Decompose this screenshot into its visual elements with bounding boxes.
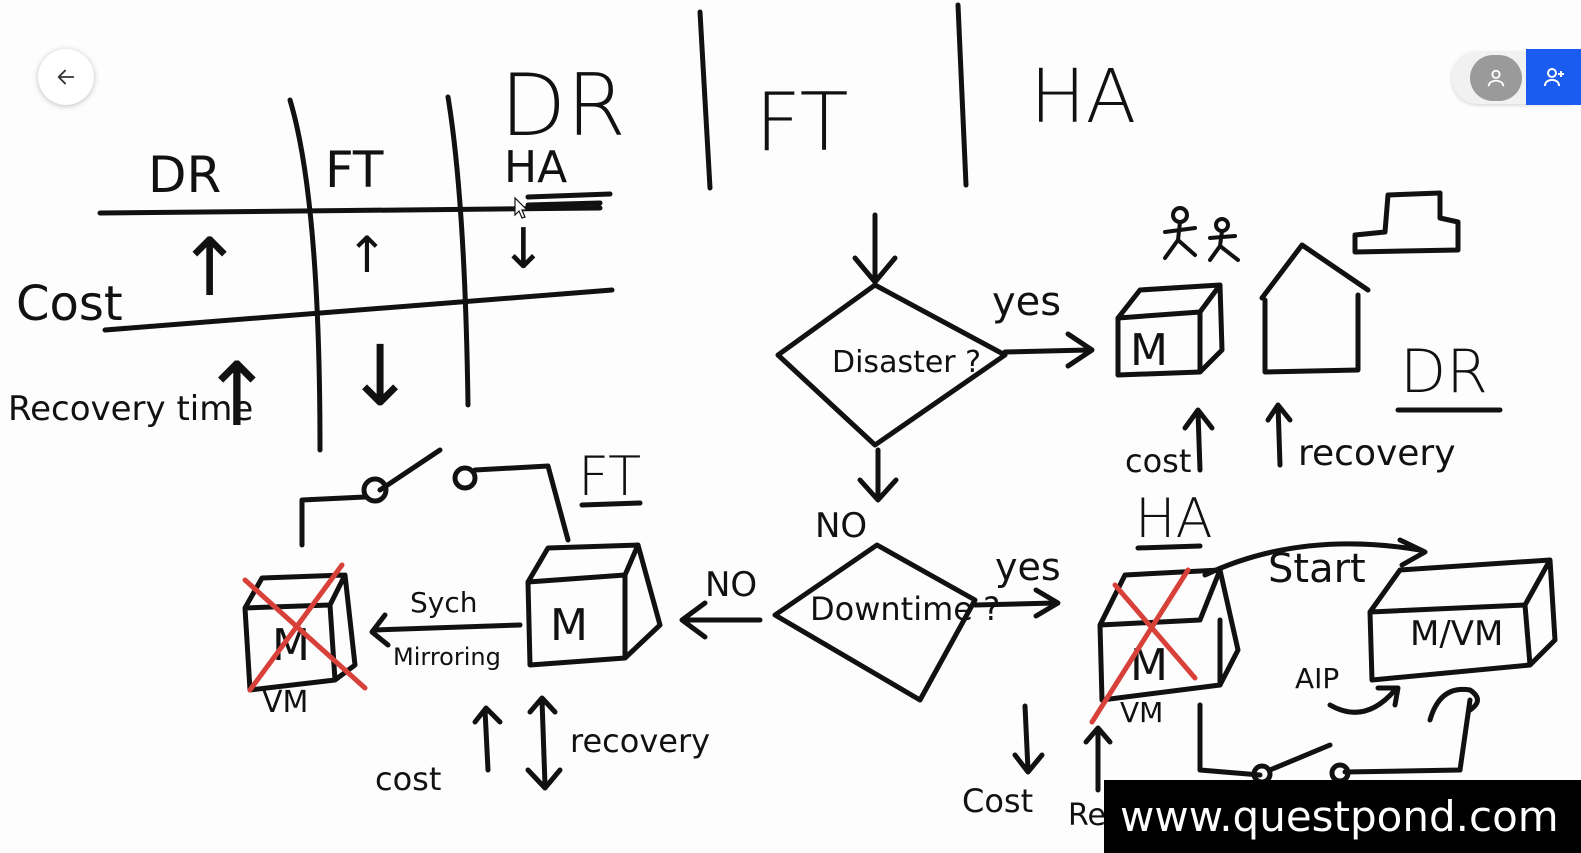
header-divider [955, 2, 969, 188]
ft-cost-arrow [472, 705, 503, 773]
ft-cost-label: cost [375, 760, 441, 798]
decision-disaster-label: Disaster ? [832, 345, 981, 380]
dr-server-label: M [1130, 325, 1168, 376]
ha-cost-label: Cost [962, 782, 1033, 820]
arrow-left-icon [57, 69, 75, 85]
table-col-dr: DR [148, 146, 221, 204]
dr-cost-arrow [1182, 407, 1215, 473]
user-plus-icon [1543, 68, 1564, 87]
ft-vm2-label: M [550, 600, 588, 651]
underline [525, 191, 613, 200]
flow-yes2-label: yes [995, 545, 1061, 589]
underline [525, 200, 603, 208]
add-user-button[interactable] [1526, 49, 1581, 105]
cursor-icon [514, 196, 529, 219]
ha-network-line [1427, 686, 1480, 723]
header-ft: FT [755, 76, 848, 169]
ha-vm1-label: M [1130, 640, 1168, 691]
table-col-ha: HA [504, 142, 567, 193]
row-label-recovery: Recovery time [8, 389, 253, 429]
dr-cost-label: cost [1125, 442, 1191, 480]
ha-ip-arrow [1327, 685, 1401, 715]
ft-mirror-label: Mirroring [393, 643, 501, 671]
dr-recovery-arrow [1265, 402, 1293, 468]
table-line [445, 94, 471, 408]
row-label-cost: Cost [16, 276, 123, 332]
comparison-table: DR FT HA Cost Recovery time ↑ ↑ ↓ ↑ ↓ [8, 94, 615, 453]
flow-arrow-yes2 [972, 600, 1058, 608]
user-avatar-button[interactable] [1470, 55, 1522, 101]
cost-ft-arrow: ↑ [346, 226, 388, 284]
dr-title: DR [1400, 337, 1488, 407]
people-icon [1163, 206, 1240, 262]
ft-network-line [299, 447, 443, 548]
cost-dr-arrow: ↑ [176, 221, 243, 314]
table-col-ft: FT [325, 141, 384, 199]
underline [579, 500, 643, 508]
flow-arrowhead [1065, 331, 1095, 369]
ha-start-arrow [1202, 537, 1428, 578]
flow-arrowhead [852, 255, 898, 285]
ft-vm1-caption: VM [262, 685, 308, 720]
ft-sync-label: Sych [410, 586, 477, 619]
ha-ip-label: AIP [1295, 662, 1339, 695]
ft-network-line [472, 463, 571, 543]
ha-failed-cross [1112, 582, 1198, 681]
header-divider [697, 9, 713, 191]
ha-switch-node [1329, 762, 1351, 784]
flowchart: Disaster ? yes NO Downtime ? yes NO [679, 212, 1095, 703]
back-button[interactable] [38, 49, 94, 105]
ft-failed-cross [247, 562, 345, 693]
ha-network-line [1197, 697, 1473, 778]
ft-switch-node [361, 476, 389, 504]
ha-failed-cross [1089, 567, 1191, 725]
table-line [287, 97, 323, 453]
decision-downtime-shape [772, 542, 978, 703]
dr-server-box [1115, 282, 1225, 378]
dr-section: M DR cost recovery [1115, 190, 1503, 480]
ha-vm2-box [1367, 557, 1558, 683]
ha-recovery-arrow [1083, 725, 1113, 793]
ft-sync-arrow [369, 612, 523, 648]
flow-yes-label: yes [992, 279, 1061, 325]
flow-arrowhead [1033, 587, 1061, 619]
watermark: www.questpond.com [1104, 780, 1581, 853]
ha-vm2-label: M/VM [1410, 614, 1503, 654]
ft-vm2-box [525, 542, 663, 668]
flow-no-label: NO [815, 506, 867, 546]
ft-recovery-label: recovery [570, 722, 710, 760]
ft-section: FT M VM Sych Mirroring M cost recovery [242, 445, 710, 798]
decision-downtime-label: Downtime ? [810, 590, 1000, 628]
flow-arrowhead [679, 600, 708, 640]
cost-ha-arrow: ↓ [500, 217, 547, 282]
ha-cost-arrow [1012, 703, 1045, 775]
ft-switch-node [452, 465, 478, 491]
ft-recovery-arrow [525, 695, 563, 791]
header-row: DR FT HA [500, 2, 1136, 191]
flow-arrowhead [857, 477, 899, 503]
ft-vm1-label: M [272, 620, 310, 671]
decision-disaster-shape [775, 282, 1008, 448]
recovery-ft-arrow: ↓ [345, 327, 415, 425]
ha-title: HA [1135, 487, 1213, 550]
header-dr: DR [500, 56, 626, 156]
header-ha: HA [1030, 54, 1136, 140]
van-icon [1352, 190, 1461, 255]
underline [1135, 543, 1203, 551]
ha-start-label: Start [1268, 546, 1366, 592]
dr-recovery-label: recovery [1298, 433, 1456, 474]
ft-failed-cross [242, 577, 368, 691]
flow-arrow-yes [1002, 347, 1091, 355]
table-line [102, 287, 615, 333]
ft-title: FT [578, 445, 641, 508]
ha-section: HA M VM Start M/VM AIP Cost Rec [962, 487, 1558, 833]
house-icon [1259, 242, 1371, 375]
ha-vm1-caption: VM [1120, 696, 1163, 729]
flow-no2-label: NO [705, 565, 757, 605]
recovery-dr-arrow: ↑ [200, 343, 274, 446]
user-icon [1487, 69, 1505, 87]
